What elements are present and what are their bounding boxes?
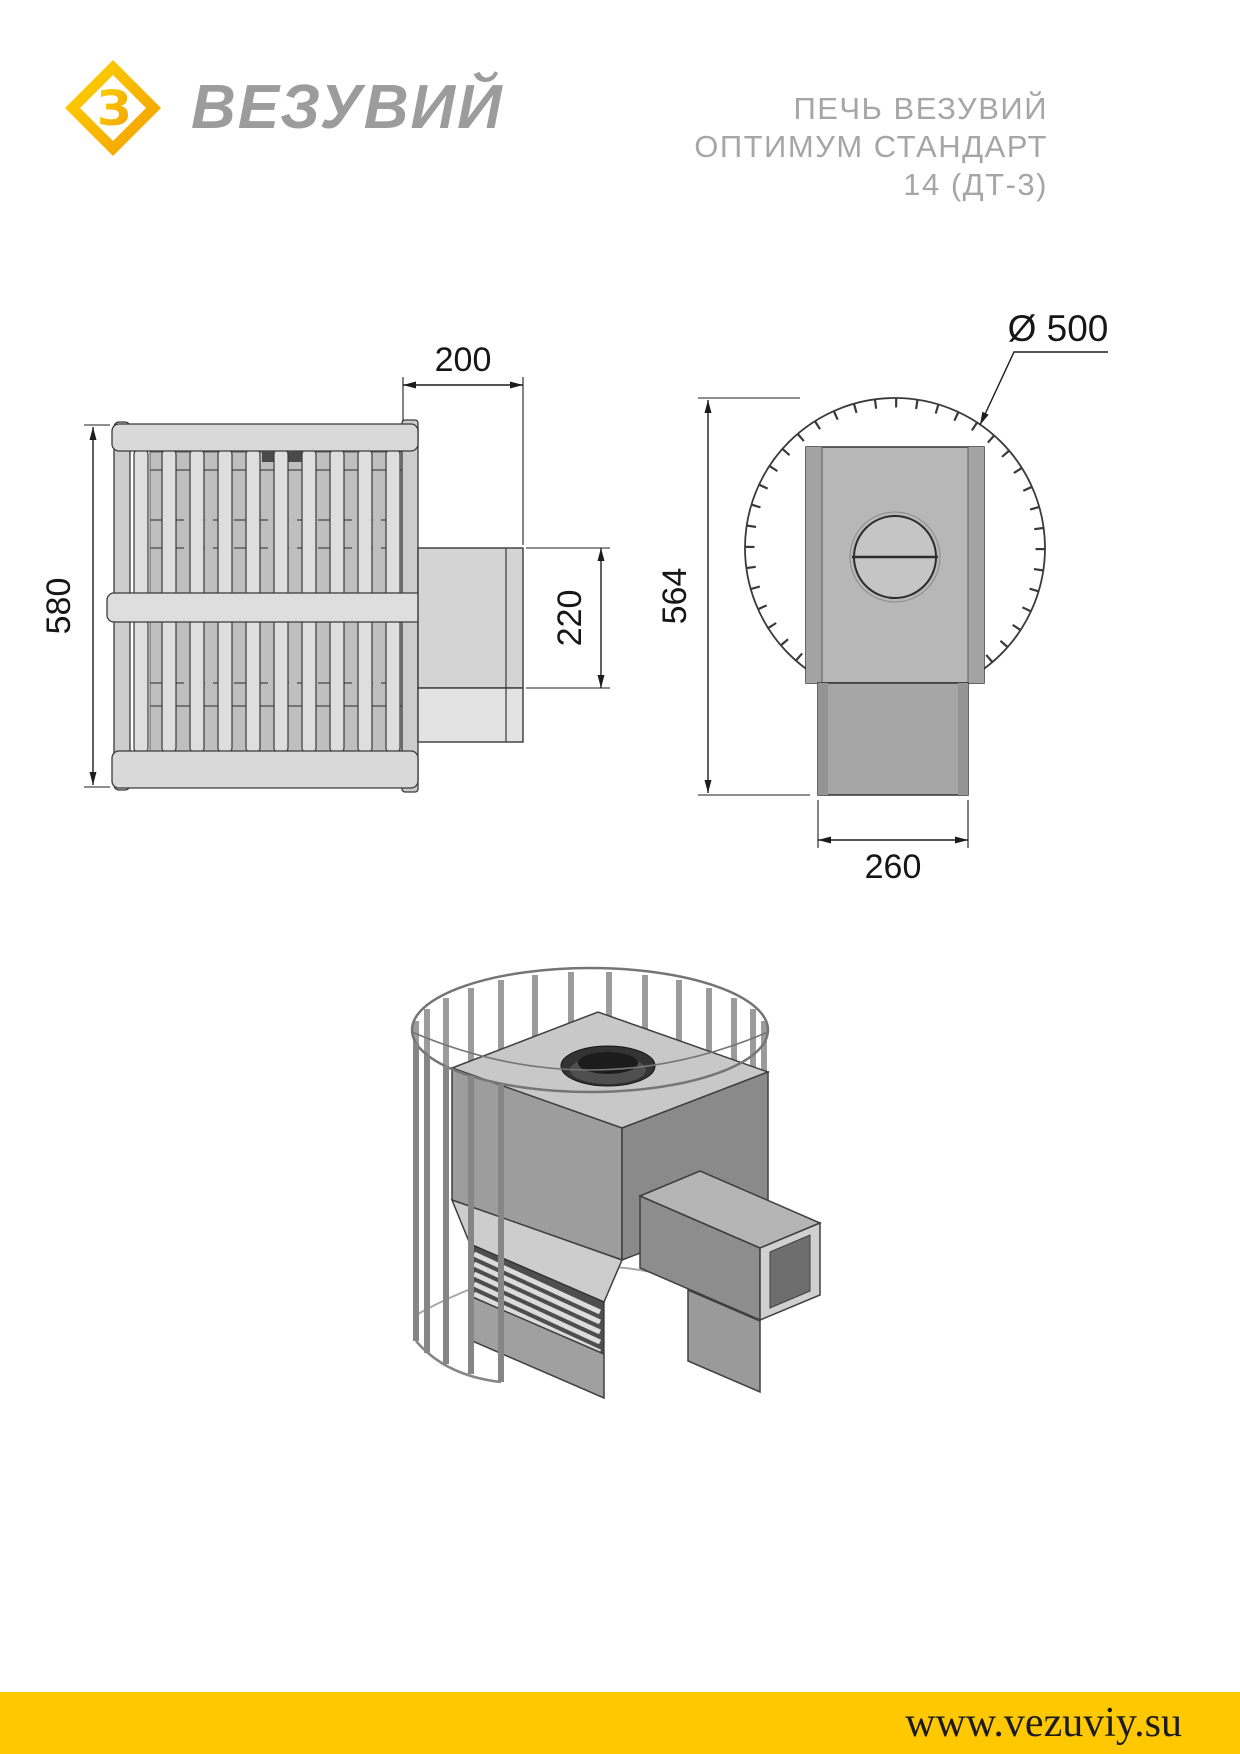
- fuel-tunnel-side: [417, 547, 524, 689]
- dimension-200: 200: [402, 341, 524, 545]
- dimension-diameter-500: Ø 500: [979, 308, 1109, 426]
- dimension-580: 580: [40, 424, 110, 788]
- dimension-label-220: 220: [551, 590, 589, 647]
- footer-bar: www.vezuviy.su: [0, 1692, 1240, 1754]
- dimension-label-580: 580: [40, 578, 78, 635]
- dimension-label-564: 564: [656, 568, 694, 625]
- logo-diamond-inner: [80, 75, 146, 141]
- fuel-tunnel-front: [817, 682, 969, 796]
- lower-duct: [687, 1288, 761, 1394]
- cage-middle-band: [106, 592, 425, 623]
- tunnel-lower-box-side: [417, 687, 524, 743]
- brand: З ВЕЗУВИЙ: [63, 58, 504, 158]
- grate-slats: [472, 1251, 602, 1355]
- side-view-drawing: 580 200 220: [40, 341, 610, 793]
- dimension-220: 220: [526, 547, 610, 689]
- tunnel-portal-opening: [769, 1234, 811, 1309]
- cage-bar-ticks: [745, 398, 1045, 698]
- cage-top-band: [111, 423, 419, 452]
- isometric-view-drawing: [410, 966, 822, 1400]
- product-title-line-1: ПЕЧЬ ВЕЗУВИЙ: [793, 91, 1048, 126]
- logo-letter: З: [97, 81, 131, 137]
- cage-top-rim: [410, 966, 770, 1094]
- product-title-line-2: ОПТИМУМ СТАНДАРТ: [694, 129, 1048, 164]
- dimension-260: 260: [817, 800, 969, 886]
- product-title: ПЕЧЬ ВЕЗУВИЙ ОПТИМУМ СТАНДАРТ 14 (ДТ-3): [694, 90, 1048, 204]
- dimension-564: 564: [656, 397, 810, 796]
- cage-bottom-band: [111, 750, 419, 789]
- brand-logo-icon: З: [65, 60, 161, 156]
- product-title-line-3: 14 (ДТ-3): [903, 167, 1048, 202]
- cage-bars-front: [413, 1043, 504, 1382]
- door-ring: [849, 511, 941, 603]
- front-view-drawing: 564 Ø 500 260: [656, 308, 1108, 886]
- website-url: www.vezuviy.su: [905, 1700, 1182, 1746]
- dimension-label-200: 200: [435, 341, 492, 379]
- dimension-label-diameter: Ø 500: [1008, 308, 1109, 349]
- dimension-label-260: 260: [865, 848, 922, 886]
- brand-name: ВЕЗУВИЙ: [191, 73, 504, 142]
